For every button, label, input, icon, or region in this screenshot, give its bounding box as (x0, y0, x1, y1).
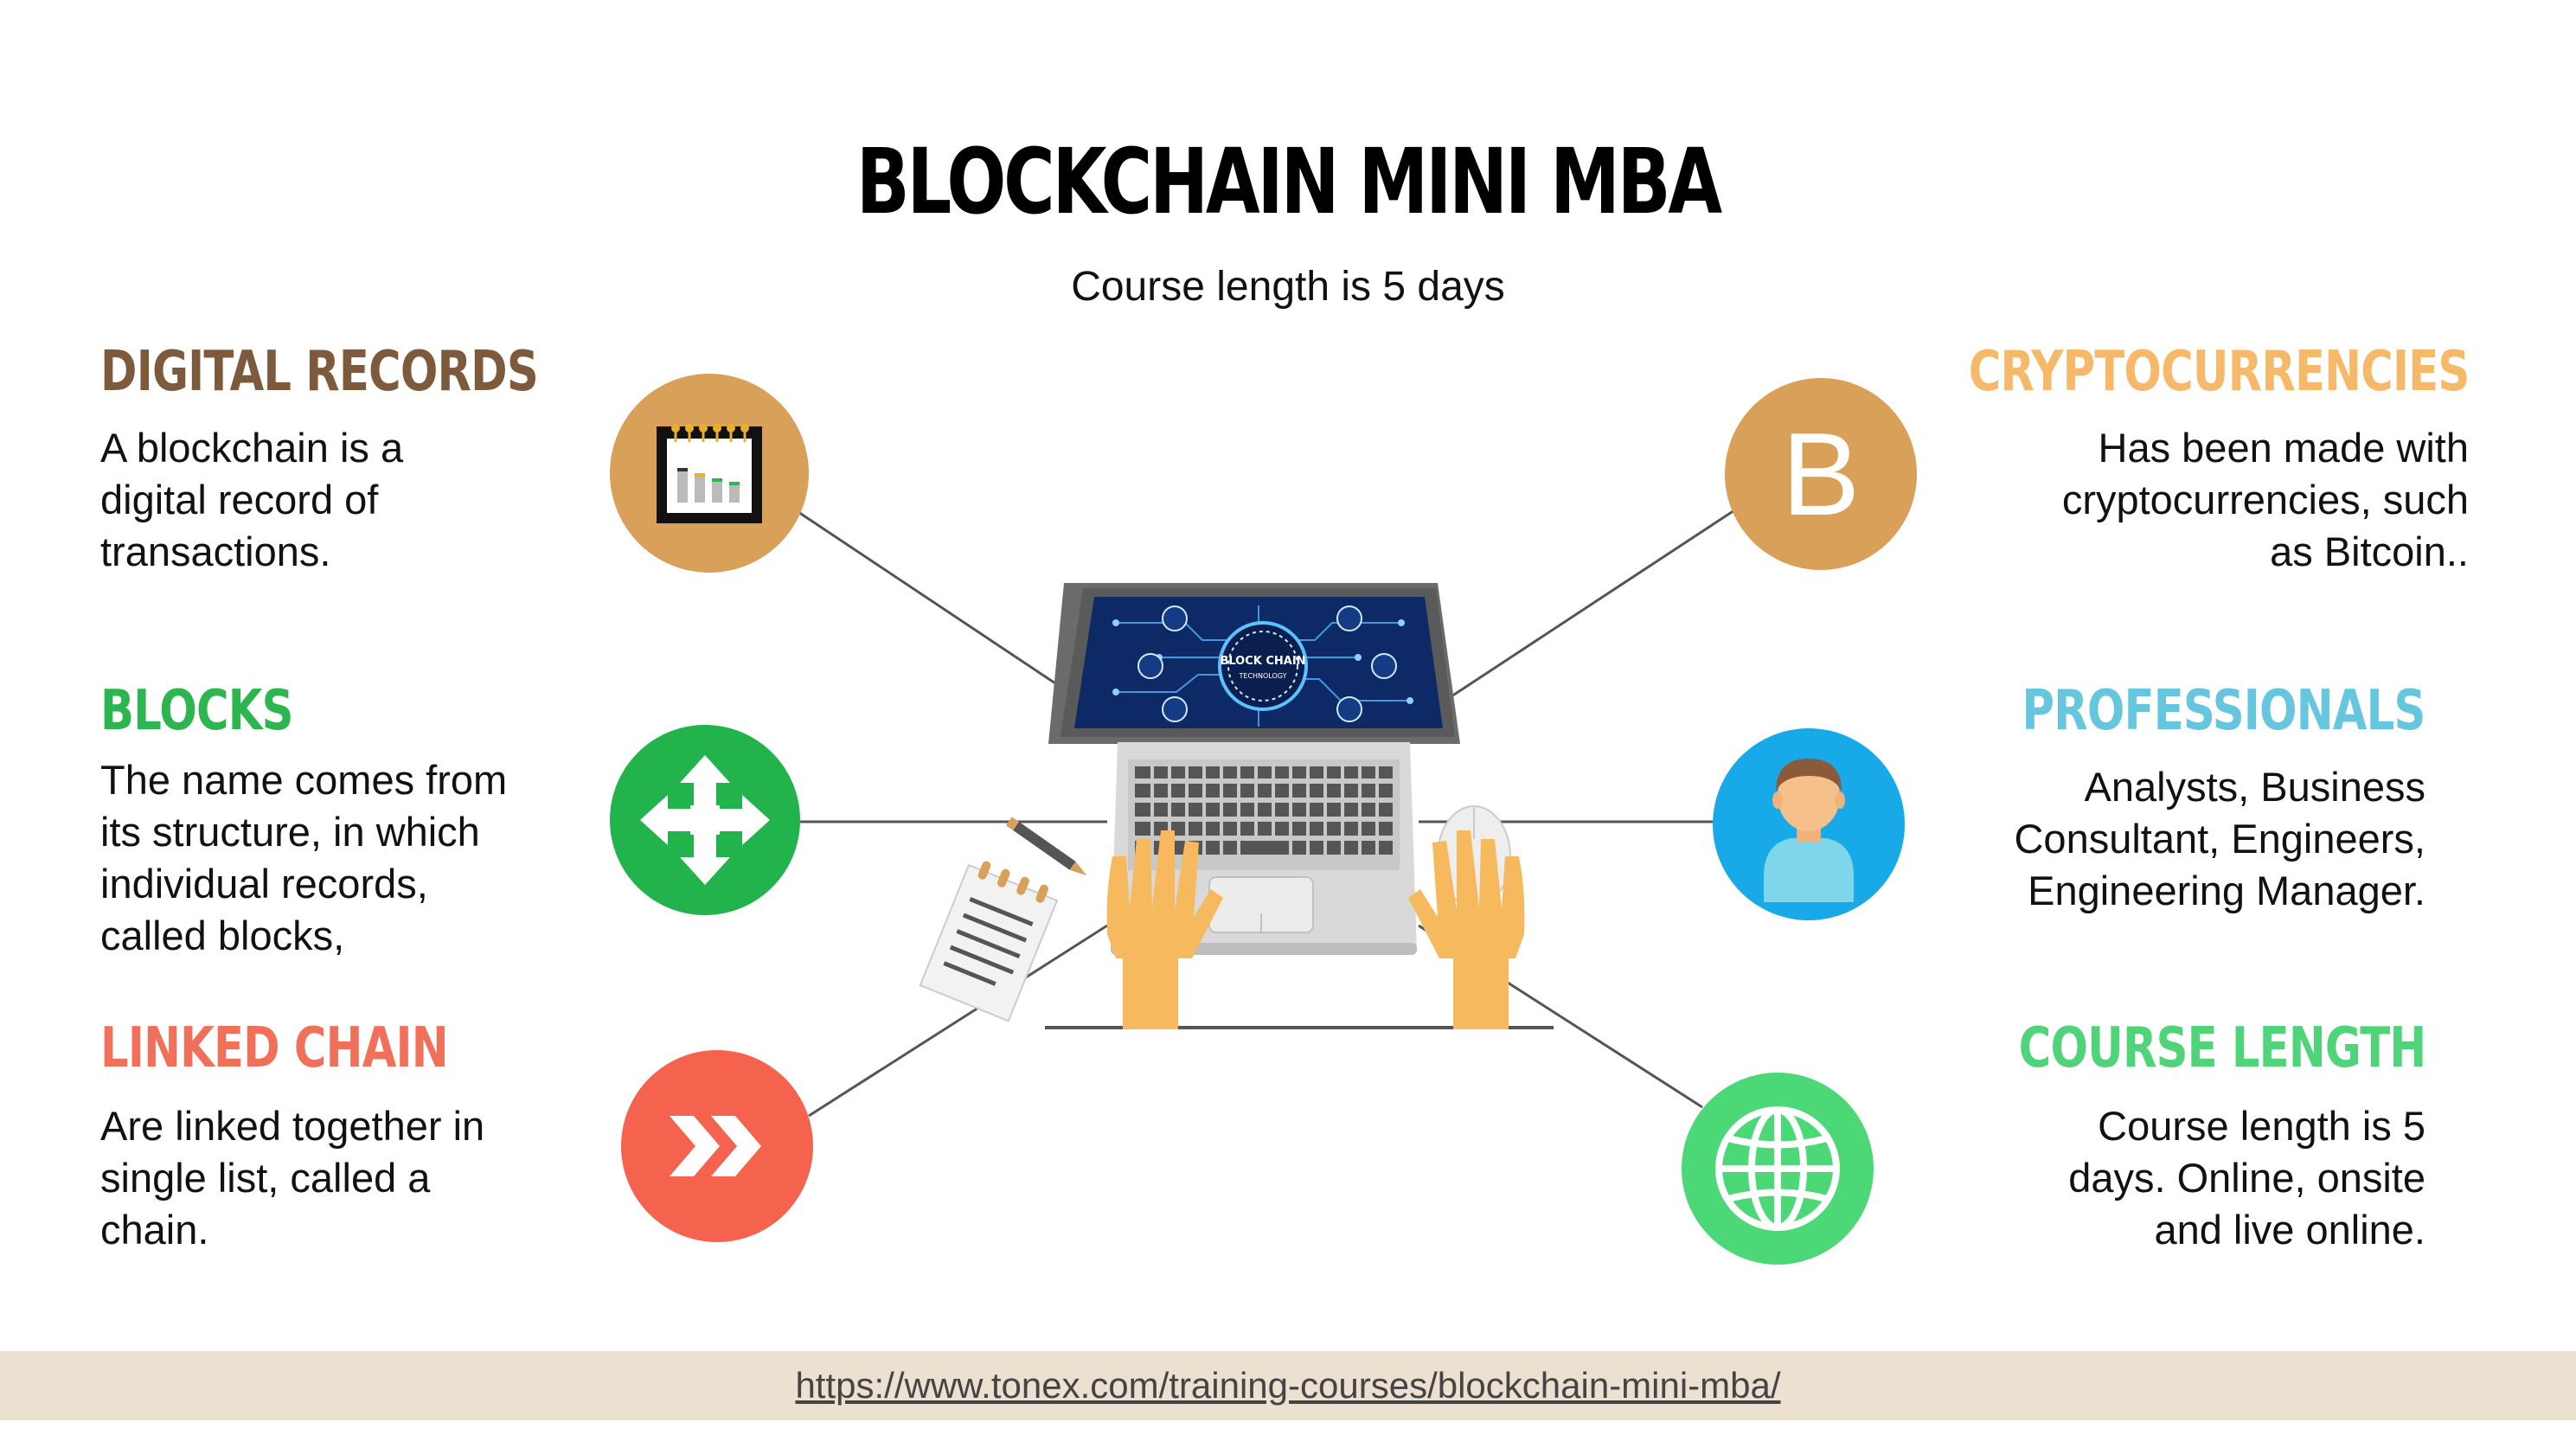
footer-bar: https://www.tonex.com/training-courses/b… (0, 1351, 2576, 1420)
move-arrows-icon (640, 755, 770, 885)
desc-linked-chain: Are linked together in single list, call… (100, 1103, 485, 1253)
circle-cryptocurrencies: B (1725, 378, 1917, 570)
heading-blocks: BLOCKS (100, 679, 293, 743)
circle-course-length (1682, 1073, 1874, 1265)
laptop-keyboard (1135, 766, 1393, 855)
notepad-icon (919, 861, 1059, 1022)
heading-linked-chain: LINKED CHAIN (100, 1016, 449, 1080)
calendar-icon (657, 423, 762, 523)
desc-professionals: Analysts, Business Consultant, Engineers… (2014, 764, 2425, 913)
desc-blocks: The name comes from its structure, in wh… (100, 757, 508, 958)
page-title: BLOCKCHAIN MINI MBA (855, 129, 1722, 234)
heading-digital-records: DIGITAL RECORDS (100, 340, 539, 404)
circle-linked-chain (621, 1050, 813, 1242)
double-chevron-icon (670, 1116, 761, 1176)
person-icon (1764, 759, 1854, 902)
laptop-illustration: BLOCK CHAIN TECHNOLOGY (919, 583, 1554, 1029)
circle-blocks (610, 725, 800, 915)
heading-course-length: COURSE LENGTH (2018, 1016, 2426, 1080)
connector-linked-chain (808, 924, 1108, 1118)
globe-icon (1715, 1106, 1840, 1231)
desc-course-length: Course length is 5 days. Online, onsite … (2068, 1103, 2425, 1253)
laptop-screen-label-line2: TECHNOLOGY (1239, 672, 1287, 680)
laptop-screen-label-line1: BLOCK CHAIN (1220, 655, 1305, 668)
page-subtitle: Course length is 5 days (1071, 264, 1505, 310)
bitcoin-icon: B (1781, 408, 1861, 540)
connector-cryptocurrencies (1418, 509, 1735, 720)
left-hand-icon (1106, 830, 1223, 1029)
circle-digital-records (610, 374, 809, 573)
right-hand-icon (1408, 830, 1525, 1029)
heading-professionals: PROFESSIONALS (2022, 679, 2426, 743)
circle-professionals (1713, 728, 1905, 920)
desc-digital-records: A blockchain is a digital record of tran… (100, 425, 404, 574)
pencil-icon (1005, 817, 1087, 876)
heading-cryptocurrencies: CRYPTOCURRENCIES (1968, 340, 2470, 404)
footer-url-link[interactable]: https://www.tonex.com/training-courses/b… (795, 1365, 1781, 1406)
desc-cryptocurrencies: Has been made with cryptocurrencies, suc… (2061, 425, 2469, 574)
